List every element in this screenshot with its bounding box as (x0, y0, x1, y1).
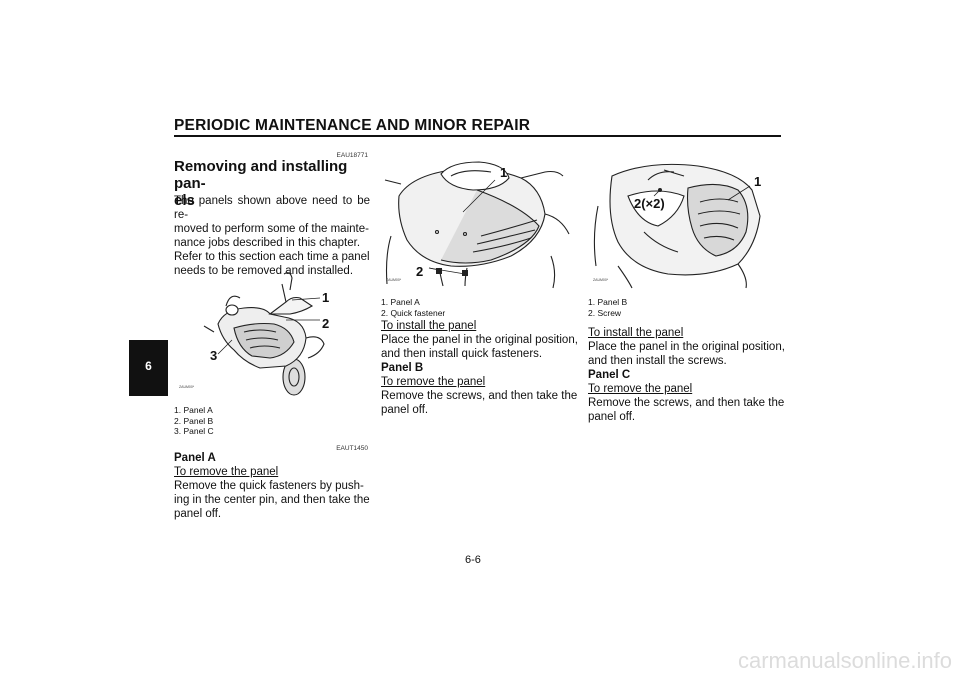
section-title-line: Removing and installing pan- (174, 158, 348, 192)
text-line: moved to perform some of the mainte- (174, 223, 369, 235)
remove-heading: To remove the panel (381, 376, 486, 388)
caption-line: 3. Panel C (174, 426, 214, 436)
text-line: The panels shown above need to be re- (174, 195, 370, 221)
text-line: panel off. (588, 411, 636, 423)
panel-b-figure (593, 163, 761, 289)
figure-code: ZAUM00* (179, 385, 195, 389)
text-line: Place the panel in the original position… (588, 341, 785, 353)
panel-b-title: Panel B (381, 362, 424, 374)
caption-line: 1. Panel A (174, 405, 213, 415)
figure-callout: 2 (416, 264, 424, 279)
figure-callout: 1 (322, 290, 330, 305)
figure-callout: 1 (754, 174, 762, 189)
caption-line: 2. Panel B (174, 415, 214, 426)
remove-heading: To remove the panel (174, 466, 279, 478)
text-line: and then install the screws. (588, 355, 727, 367)
caption-line: 2. Screw (588, 307, 622, 318)
text-line: Remove the screws, and then take the (588, 397, 785, 409)
text-line: and then install quick fasteners. (381, 348, 543, 360)
figure-callout: 2 (322, 316, 330, 331)
text-line: nance jobs described in this chapter. (174, 237, 361, 249)
figure-code: ZAUM00* (593, 278, 609, 282)
text-line: Remove the screws, and then take the (381, 390, 578, 402)
page-number: 6-6 (465, 554, 481, 566)
text-line: Remove the quick fasteners by push- (174, 480, 364, 492)
remove-paragraph: Remove the screws, and then take the pan… (381, 389, 581, 417)
text-line: panel off. (174, 508, 222, 520)
text-line: ing in the center pin, and then take the (174, 494, 370, 506)
caption-line: 1. Panel A (381, 297, 420, 307)
section-code: EAUT1450 (336, 445, 368, 452)
panel-c-title: Panel C (588, 369, 631, 381)
text-line: needs to be removed and installed. (174, 265, 354, 277)
text-line: Place the panel in the original position… (381, 334, 578, 346)
figure-captions: 1. Panel A 2. Quick fastener (381, 297, 445, 318)
header-rule (174, 135, 781, 137)
scooter-overview-figure (203, 272, 325, 396)
install-paragraph: Place the panel in the original position… (588, 340, 788, 368)
text-line: panel off. (381, 404, 429, 416)
install-heading: To install the panel (588, 327, 684, 339)
caption-line: 1. Panel B (588, 297, 628, 307)
intro-paragraph: The panels shown above need to be re- mo… (174, 194, 370, 278)
panel-a-figure (384, 161, 570, 289)
section-title-line: els (174, 192, 195, 209)
watermark: carmanualsonline.info (737, 648, 952, 673)
figure-callout: 2(×2) (634, 196, 665, 211)
figure-callout: 1 (500, 165, 508, 180)
remove-paragraph: Remove the quick fasteners by push- ing … (174, 479, 370, 521)
figure-captions: 1. Panel B 2. Screw (588, 297, 627, 318)
section-title: Removing and installing pan- els (174, 158, 374, 209)
remove-heading: To remove the panel (588, 383, 693, 395)
install-heading: To install the panel (381, 320, 477, 332)
panel-a-title: Panel A (174, 452, 216, 464)
figure-captions: 1. Panel A 2. Panel B 3. Panel C (174, 405, 214, 437)
page-header-title: PERIODIC MAINTENANCE AND MINOR REPAIR (174, 117, 531, 134)
install-paragraph: Place the panel in the original position… (381, 333, 581, 361)
text-line: Refer to this section each time a panel (174, 251, 370, 263)
figure-code: ZAUM00* (386, 278, 402, 282)
caption-line: 2. Quick fastener (381, 307, 446, 318)
chapter-tab: 6 (129, 340, 168, 396)
section-code: EAU18771 (336, 152, 368, 159)
figure-callout: 3 (210, 348, 218, 363)
remove-paragraph: Remove the screws, and then take the pan… (588, 396, 788, 424)
